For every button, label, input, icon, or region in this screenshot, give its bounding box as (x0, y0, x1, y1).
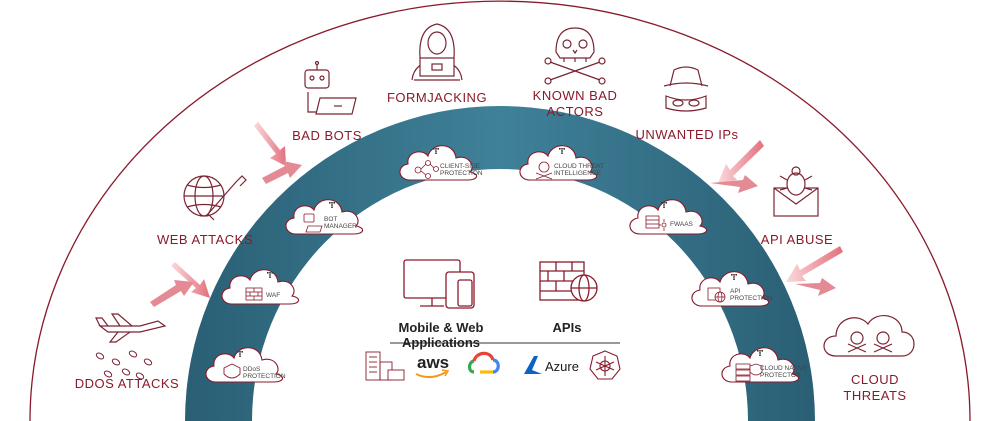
label-web-attacks: WEB ATTACKS (156, 232, 254, 247)
svg-text:FWAAS: FWAAS (670, 221, 694, 228)
svg-text:WAF: WAF (266, 292, 280, 299)
azure-logo: Azure (524, 356, 579, 374)
service-ddos-protection: DDoS PROTECTION (205, 347, 286, 383)
arrow-web-return (262, 161, 302, 184)
label-bad-bots: BAD BOTS (292, 128, 362, 143)
service-cloud-threat-intelligence: CLOUD THREAT INTELLIGENCE (519, 145, 604, 181)
label-known-bad-line2: ACTORS (546, 104, 604, 119)
api-globe-icon (707, 287, 726, 303)
firewall-icon (245, 287, 263, 301)
arrow-unwanted (718, 140, 764, 183)
service-fwaas: FWAAS (629, 199, 708, 235)
protection-arch-band (185, 106, 815, 421)
svg-text:aws: aws (417, 353, 449, 372)
aws-logo: aws (415, 353, 450, 378)
robot-laptop-icon (304, 60, 357, 115)
label-known-bad-line1: KNOWN BAD (532, 88, 618, 103)
label-cloud-line2: THREATS (843, 388, 907, 403)
label-mobile-web-line2: Applications (401, 335, 480, 350)
arrow-unwanted-return (710, 175, 758, 193)
bug-envelope-icon (773, 166, 819, 217)
firewall-network-icon (645, 215, 667, 231)
network-icon (414, 160, 439, 179)
label-mobile-web-line1: Mobile & Web (398, 320, 484, 335)
svg-text:INTELLIGENCE: INTELLIGENCE (554, 170, 602, 177)
shield-icon (223, 363, 241, 379)
service-client-side-protection: CLIENT-SIDE PROTECTION (399, 145, 483, 181)
api-brick-globe-icon (539, 261, 598, 302)
label-unwanted-ips: UNWANTED IPs (635, 127, 739, 142)
kubernetes-logo (589, 350, 621, 380)
label-cloud-threats: CLOUD THREATS (820, 372, 930, 404)
label-cloud-line1: CLOUD (850, 372, 899, 387)
spy-icon (663, 66, 709, 112)
service-cloud-native-protector: CLOUD NATIVE PROTECTOR (721, 347, 808, 383)
service-waf: WAF (221, 269, 300, 305)
arrow-web (254, 122, 286, 166)
arrow-api (786, 246, 843, 282)
label-apis: APIs (552, 320, 582, 335)
svg-text:PROTECTION: PROTECTION (730, 295, 773, 302)
svg-text:PROTECTION: PROTECTION (243, 373, 286, 380)
outer-boundary-arc (29, 0, 971, 421)
svg-text:BOT: BOT (324, 216, 337, 223)
svg-text:Azure: Azure (545, 359, 579, 374)
svg-text:CLIENT-SIDE: CLIENT-SIDE (440, 163, 481, 170)
hacker-icon (411, 23, 463, 81)
svg-text:MANAGER: MANAGER (324, 223, 357, 230)
svg-text:PROTECTOR: PROTECTOR (760, 372, 801, 379)
service-bot-manager: BOT MANAGER (285, 199, 364, 235)
label-formjacking: FORMJACKING (386, 90, 488, 105)
svg-text:CLOUD THREAT: CLOUD THREAT (554, 163, 604, 170)
arrow-ddos-return (150, 280, 194, 307)
devices-icon (403, 259, 475, 309)
building-server-icon (365, 351, 405, 381)
globe-attack-icon (183, 175, 247, 221)
robot-icon (303, 213, 323, 233)
google-cloud-logo (467, 351, 500, 374)
cloud-skulls-icon (823, 315, 915, 357)
skull-crossbones-icon (544, 27, 606, 85)
bombs-icon (95, 350, 153, 380)
attack-arrows (150, 122, 843, 307)
label-api-abuse: API ABUSE (760, 232, 834, 247)
label-mobile-web-applications: Mobile & Web Applications (376, 320, 506, 350)
server-icon (735, 363, 763, 382)
arrow-api-return (795, 278, 836, 296)
svg-text:PROTECTION: PROTECTION (440, 170, 483, 177)
fighter-jet-icon (95, 313, 167, 343)
skull-icon (535, 161, 553, 180)
label-ddos-attacks: DDOS ATTACKS (74, 376, 180, 391)
svg-text:DDoS: DDoS (243, 366, 261, 373)
svg-text:API: API (730, 288, 741, 295)
label-known-bad-actors: KNOWN BAD ACTORS (520, 88, 630, 120)
svg-text:CLOUD NATIVE: CLOUD NATIVE (760, 365, 808, 372)
service-api-protection: API PROTECTION (691, 271, 773, 307)
arrow-ddos (171, 262, 210, 298)
